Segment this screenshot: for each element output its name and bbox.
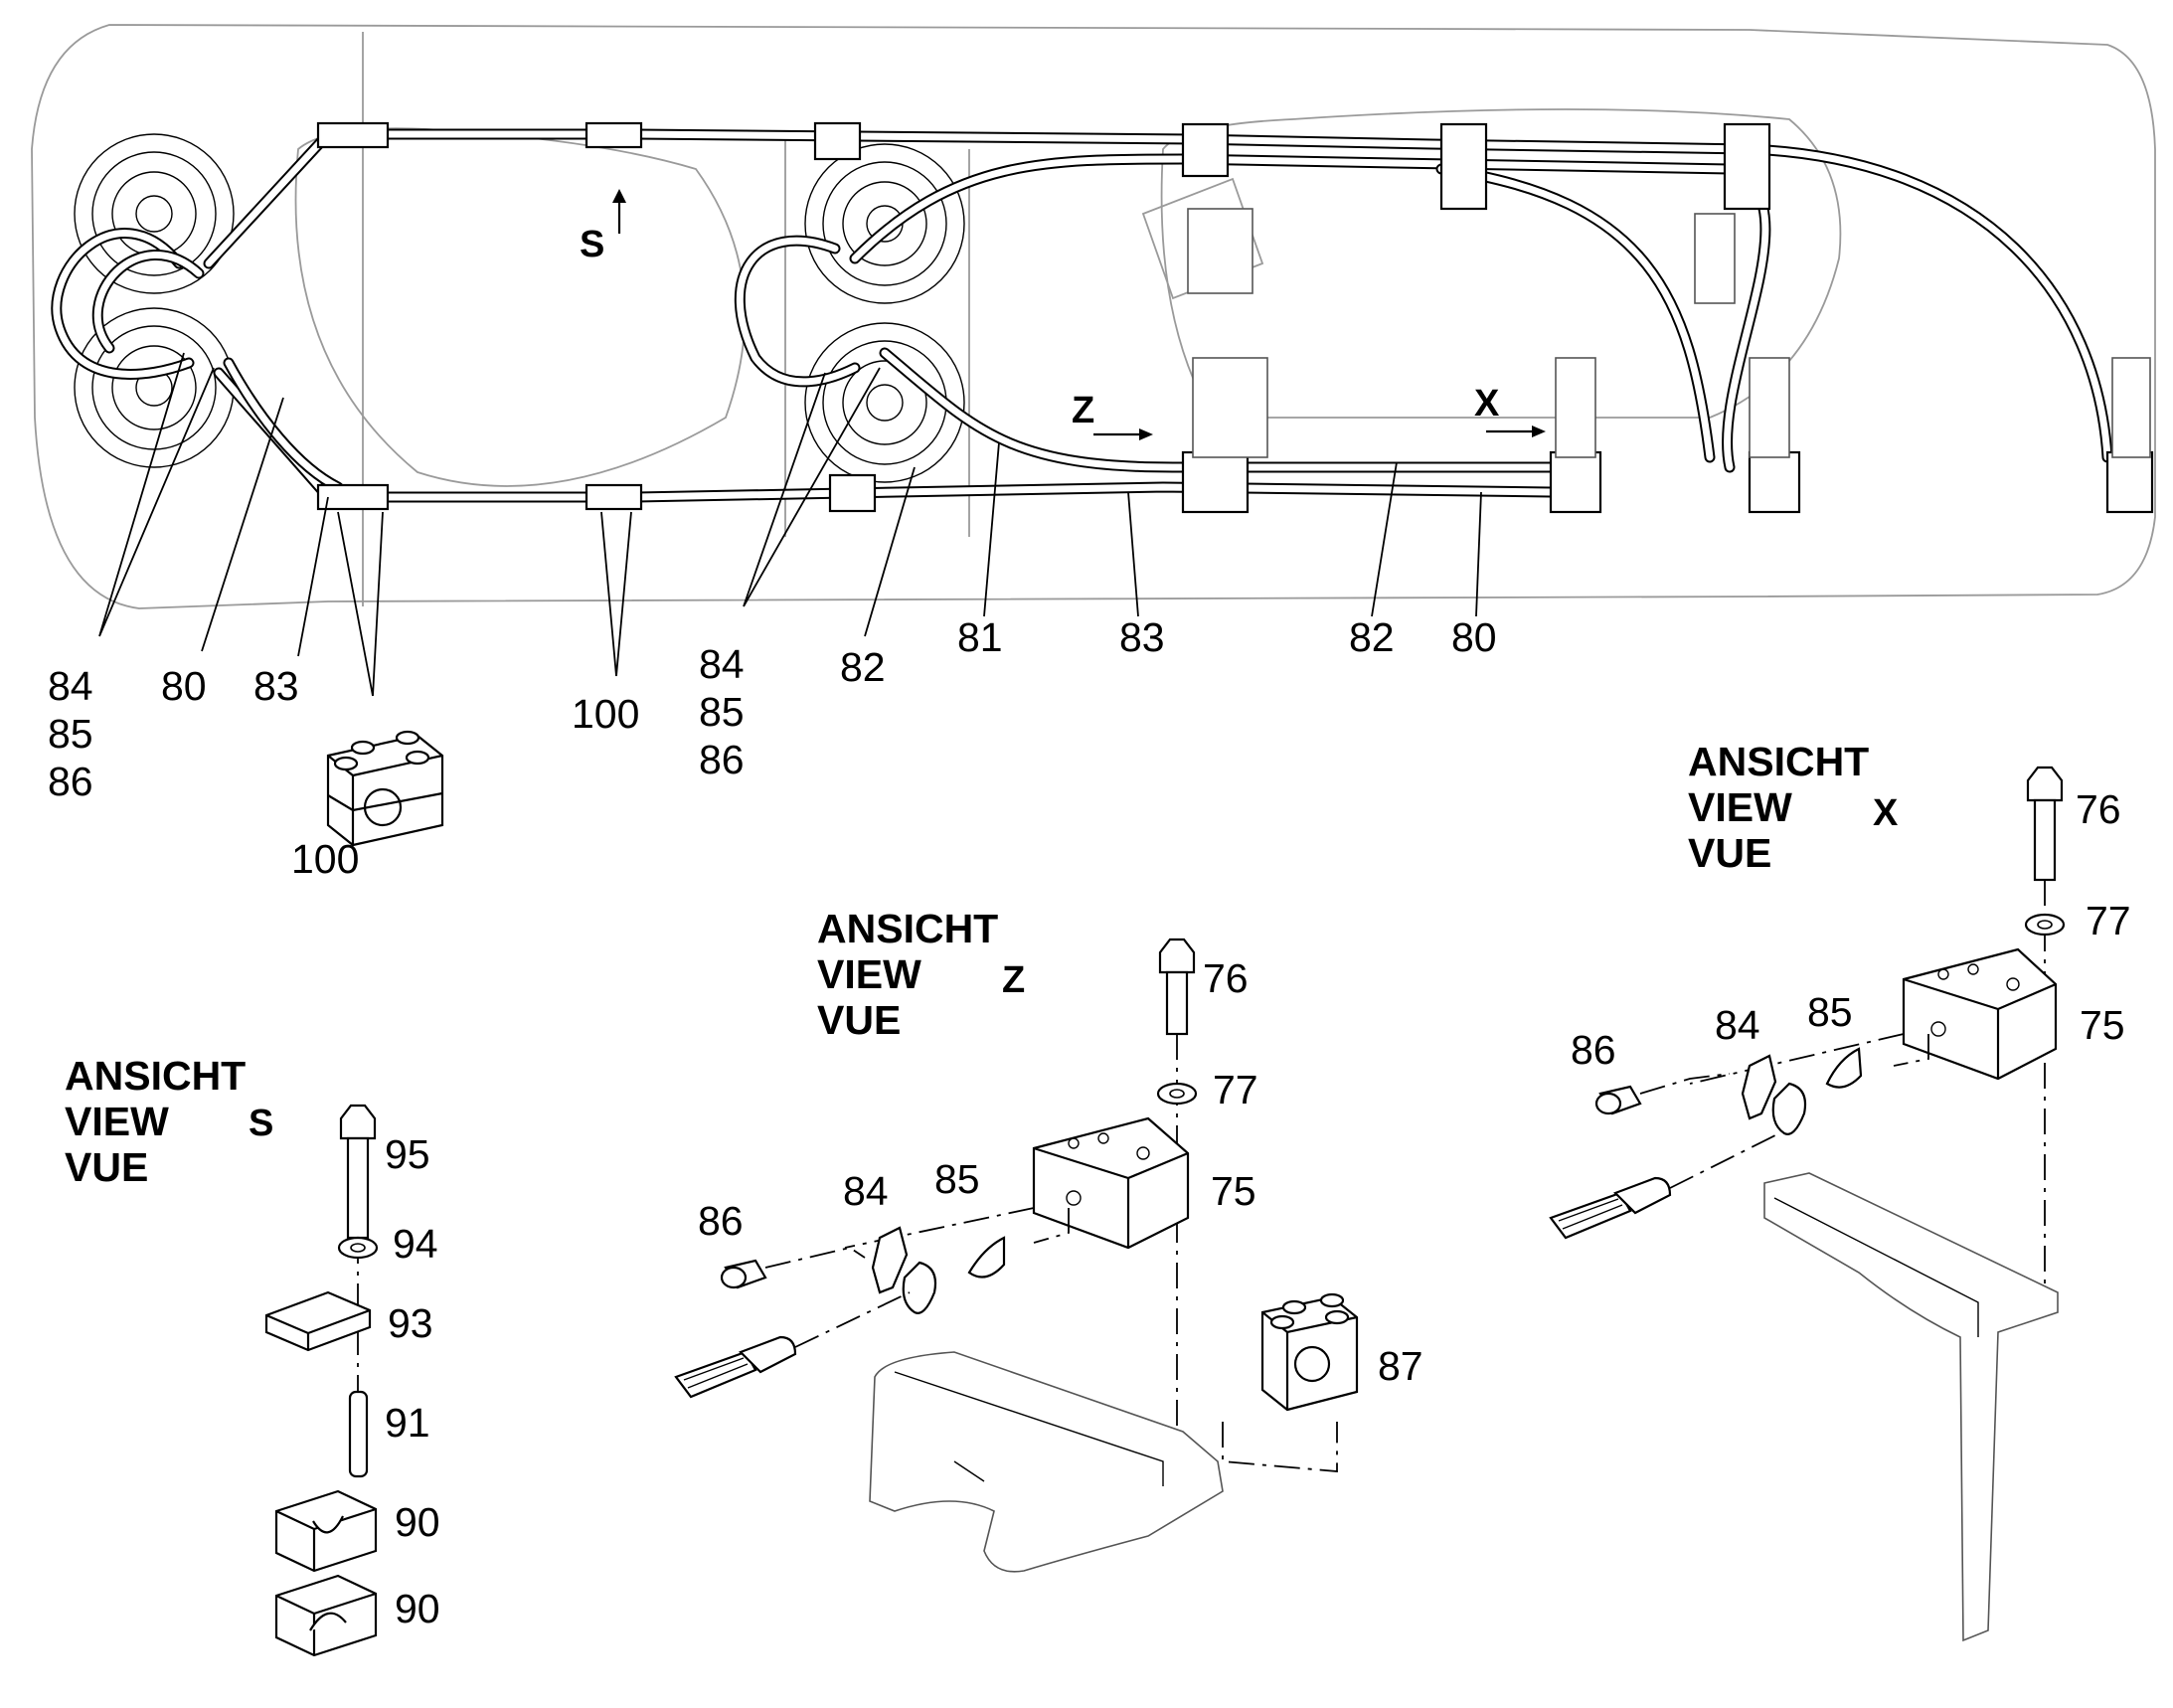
callout-84-center: 84: [699, 641, 745, 687]
hose-fitting-z: [674, 1335, 797, 1399]
callout-93: 93: [388, 1300, 433, 1346]
callout-95: 95: [385, 1131, 430, 1177]
view-s-title-1: ANSICHT: [65, 1053, 246, 1099]
callout-80-right: 80: [1451, 614, 1497, 660]
pipe-clamp-100: [326, 730, 444, 847]
callout-82-right: 82: [1349, 614, 1395, 660]
view-z: ANSICHT VIEW VUE Z: [674, 906, 1423, 1573]
view-z-title-2: VIEW: [817, 951, 921, 997]
winch-drums: [74, 133, 965, 483]
view-x-title-1: ANSICHT: [1688, 739, 1869, 784]
view-x-letter: X: [1873, 792, 1899, 834]
callout-77-z: 77: [1213, 1067, 1258, 1112]
callout-85-left: 85: [48, 711, 93, 757]
drum-upper-center: [804, 143, 965, 304]
view-s: ANSICHT VIEW VUE S 95 94 93 91 90 90: [65, 1053, 440, 1657]
view-x: ANSICHT VIEW VUE X: [1549, 739, 2131, 1642]
mounting-bracket-z: [869, 1351, 1224, 1573]
seal-ring-85-x: [1825, 1047, 1863, 1089]
callout-85-z: 85: [934, 1156, 980, 1202]
callout-83-left: 83: [253, 663, 299, 709]
view-s-title-3: VUE: [65, 1144, 148, 1190]
callout-85-center: 85: [699, 689, 745, 735]
callout-86-center: 86: [699, 737, 745, 782]
view-s-letter: S: [249, 1103, 273, 1144]
callout-84-left: 84: [48, 663, 93, 709]
clamp-half-90-lower: [274, 1574, 378, 1657]
view-z-title-3: VUE: [817, 997, 901, 1043]
callout-86-left: 86: [48, 759, 93, 804]
pipe-clamp-87: [1260, 1292, 1359, 1412]
hose-fitting-x: [1549, 1176, 1672, 1240]
bolt-95: [339, 1104, 377, 1240]
callout-81: 81: [957, 614, 1003, 660]
callout-82-center: 82: [840, 644, 886, 690]
hydraulic-hoses: [51, 128, 2113, 503]
seal-ring-85-z: [967, 1236, 1006, 1279]
marker-s: S: [580, 189, 626, 265]
stud-91: [348, 1390, 369, 1478]
callout-77-x: 77: [2086, 898, 2131, 943]
cover-plate-93: [264, 1290, 372, 1352]
bolt-76-z: [1158, 938, 1196, 1036]
callout-86-z: 86: [698, 1198, 744, 1244]
clamp-half-90-upper: [274, 1489, 378, 1573]
marker-z: Z: [1072, 390, 1153, 440]
callout-75-x: 75: [2080, 1002, 2125, 1048]
screw-86-z: [720, 1259, 767, 1289]
marker-x: X: [1474, 383, 1546, 437]
main-leader-lines: [98, 352, 1482, 697]
screw-86-x: [1594, 1085, 1642, 1115]
callout-84-z: 84: [843, 1168, 889, 1214]
valve-block-75-z: [1032, 1116, 1190, 1250]
view-s-title-2: VIEW: [65, 1099, 169, 1144]
marker-z-label: Z: [1072, 390, 1094, 431]
callout-91: 91: [385, 1400, 430, 1446]
callout-85-x: 85: [1807, 989, 1853, 1035]
main-callouts: 84 85 86 80 83 100 100 84 85 86 82 81 83…: [48, 614, 1497, 882]
view-z-title-1: ANSICHT: [817, 906, 998, 951]
callout-94: 94: [393, 1221, 438, 1267]
valve-blocks: [1181, 122, 2154, 514]
view-x-title-3: VUE: [1688, 830, 1771, 876]
callout-100-clamp: 100: [291, 836, 359, 882]
callout-86-x: 86: [1571, 1027, 1616, 1073]
bolt-76-x: [2026, 766, 2064, 882]
callout-90-upper: 90: [395, 1499, 440, 1545]
mounting-bracket-x: [1763, 1172, 2059, 1642]
callout-83-right: 83: [1119, 614, 1165, 660]
view-x-title-2: VIEW: [1688, 784, 1792, 830]
drum-upper-left: [74, 133, 235, 294]
valve-block-75-x: [1902, 947, 2058, 1081]
hose-clamps: [316, 121, 877, 513]
view-z-letter: Z: [1002, 959, 1025, 1001]
callout-100-center: 100: [572, 691, 639, 737]
marker-x-label: X: [1474, 383, 1500, 425]
boom-frame: [31, 24, 2156, 609]
callout-80-left: 80: [161, 663, 207, 709]
marker-s-label: S: [580, 224, 604, 265]
flange-half-84-z: [871, 1226, 937, 1314]
callout-76-x: 76: [2076, 786, 2121, 832]
flange-half-84-x: [1741, 1054, 1807, 1135]
callout-76-z: 76: [1203, 955, 1249, 1001]
callout-90-lower: 90: [395, 1586, 440, 1631]
callout-75-z: 75: [1211, 1168, 1256, 1214]
callout-87: 87: [1378, 1343, 1423, 1389]
callout-84-x: 84: [1715, 1002, 1760, 1048]
